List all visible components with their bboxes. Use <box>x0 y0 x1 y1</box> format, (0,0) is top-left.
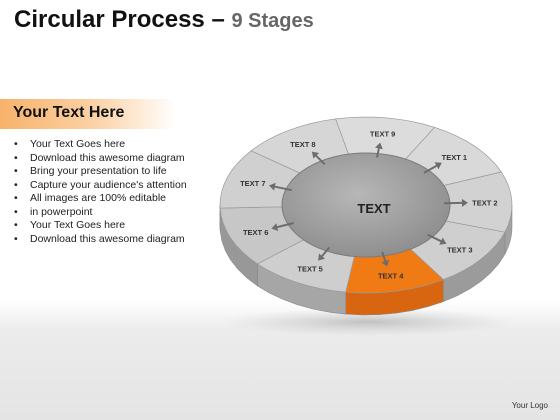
stage-label: TEXT 1 <box>442 153 467 162</box>
stage-arrow <box>321 246 331 257</box>
arrow-head-icon <box>434 162 442 170</box>
stage-label: TEXT 6 <box>243 228 268 237</box>
arrow-head-icon <box>439 237 447 245</box>
diagram-shadow <box>218 308 518 336</box>
bullet-item: All images are 100% editable <box>12 192 197 206</box>
stage-label: TEXT 3 <box>447 245 472 254</box>
bullet-list: Your Text Goes here Download this awesom… <box>12 138 197 246</box>
bullet-item: Bring your presentation to life <box>12 165 197 179</box>
stage-label: TEXT 7 <box>240 179 265 188</box>
arrow-head-icon <box>269 182 276 191</box>
stage-arrow <box>315 155 326 166</box>
arrow-head-icon <box>271 223 279 231</box>
arrow-head-icon <box>375 142 383 150</box>
title-sub: 9 Stages <box>231 10 314 32</box>
arrow-head-icon <box>311 151 319 159</box>
ring-top <box>219 116 513 294</box>
title-dash: – <box>204 6 232 33</box>
bullet-item: Download this awesome diagram <box>12 233 197 247</box>
stage-arrows <box>269 142 468 267</box>
stage-arrow <box>276 222 294 229</box>
stage-arrow <box>375 148 380 158</box>
stage-label: TEXT 5 <box>297 265 322 274</box>
stage-labels: TEXT 1 TEXT 2 TEXT 3 TEXT 4 TEXT 5 TEXT 6 TEXT… <box>240 130 498 281</box>
text-banner: Your Text Here <box>0 99 176 129</box>
center-circle <box>281 152 451 258</box>
stage-label: TEXT 9 <box>370 130 395 139</box>
title-main: Circular Process <box>14 6 205 33</box>
stage-arrow <box>381 251 387 262</box>
stage-arrow <box>423 164 438 174</box>
stage-label: TEXT 2 <box>472 199 497 208</box>
slide-title: Circular Process – 9 Stages <box>14 6 314 34</box>
banner-text: Your Text Here <box>13 104 125 121</box>
stage-label: TEXT 4 <box>378 271 404 280</box>
arrow-head-icon <box>318 253 325 261</box>
arrow-head-icon <box>461 198 468 207</box>
bullet-item: Download this awesome diagram <box>12 152 197 166</box>
bullet-item: Capture your audience's attention <box>12 179 197 193</box>
bullet-item: in powerpoint <box>12 206 197 220</box>
bullet-item: Your Text Goes here <box>12 219 197 233</box>
logo-placeholder: Your Logo <box>511 401 548 410</box>
stage-label: TEXT 8 <box>290 140 315 149</box>
stage-arrow <box>427 233 442 243</box>
stage-arrow <box>274 185 293 192</box>
center-label: TEXT <box>357 201 390 216</box>
bullet-item: Your Text Goes here <box>12 138 197 152</box>
arrow-head-icon <box>381 259 390 267</box>
